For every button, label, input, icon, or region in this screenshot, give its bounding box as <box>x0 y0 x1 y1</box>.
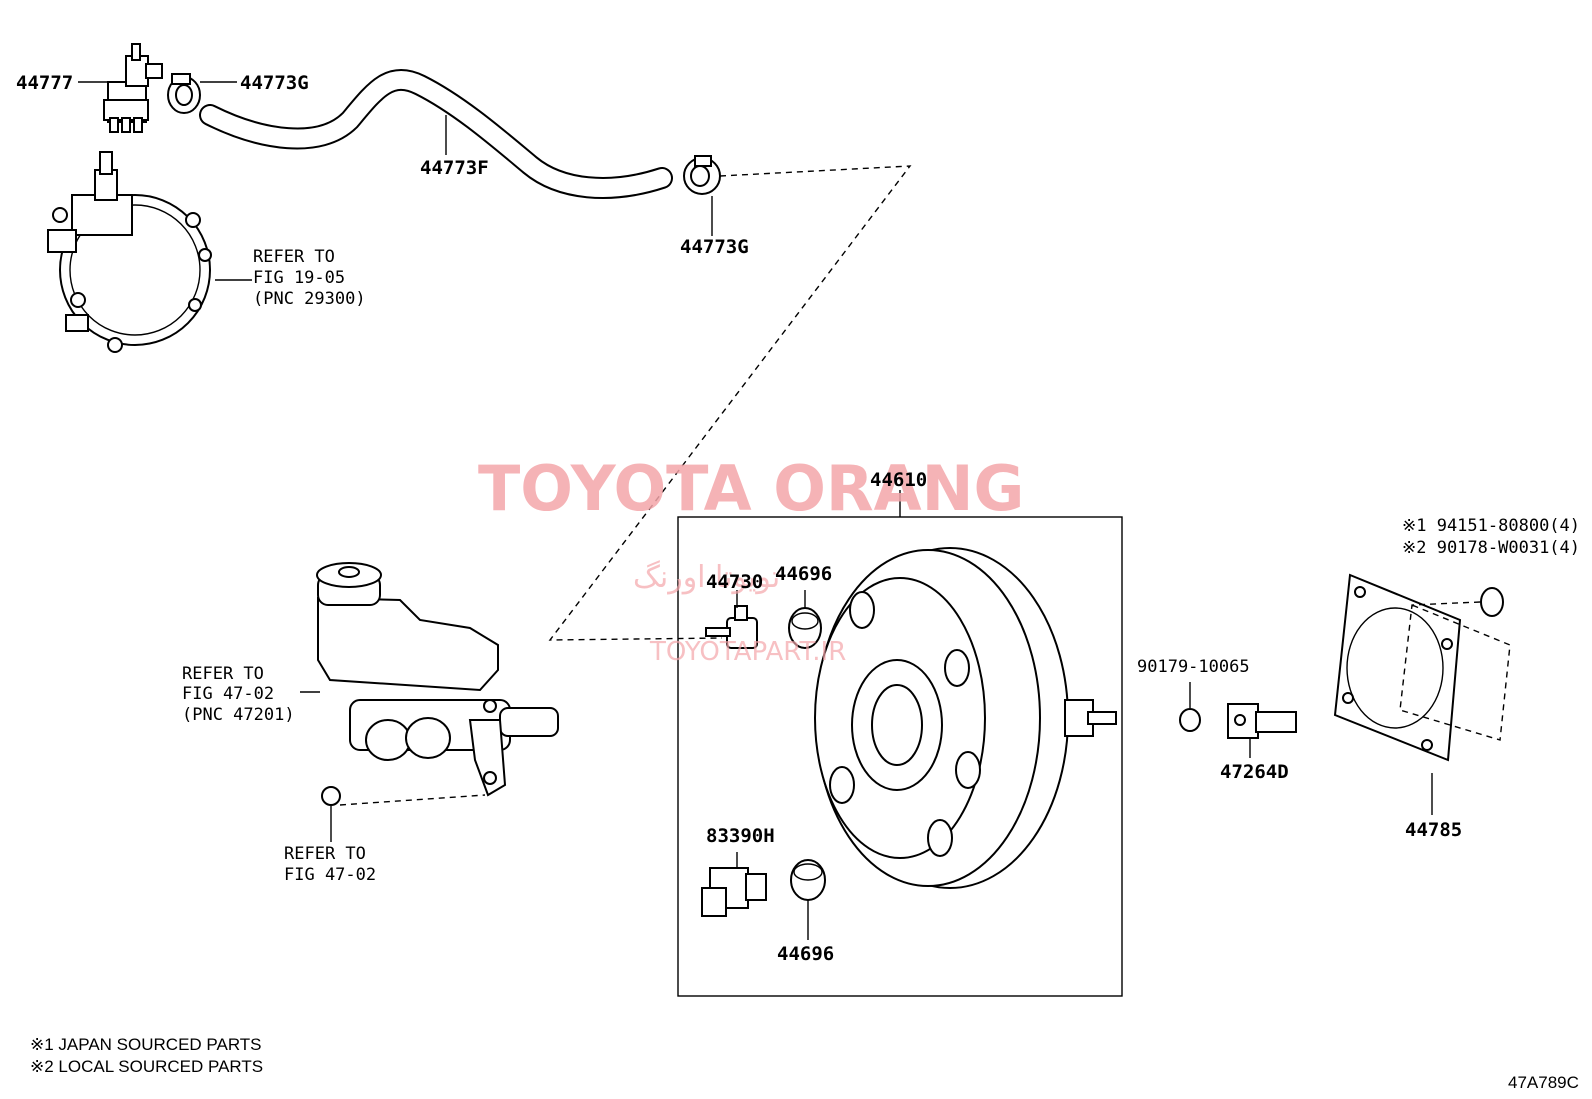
label-44773g-upper: 44773G <box>240 72 309 94</box>
label-44773f: 44773F <box>420 157 489 179</box>
label-44696-top: 44696 <box>775 563 832 585</box>
reservoir-cap-part <box>321 786 341 806</box>
clamp-lower-part <box>683 155 721 195</box>
ref-pump-line3: (PNC 29300) <box>253 289 366 309</box>
mounting-nut-part <box>1480 587 1504 617</box>
brake-booster-part <box>814 547 1117 889</box>
vacuum-hose <box>199 69 673 199</box>
ref-master-line1: REFER TO <box>182 664 264 684</box>
note-local-sourced: ※2 LOCAL SOURCED PARTS <box>30 1057 263 1076</box>
note-japan-sourced: ※1 JAPAN SOURCED PARTS <box>30 1035 262 1054</box>
ref-pump-line2: FIG 19-05 <box>253 268 345 288</box>
label-44785: 44785 <box>1405 819 1462 841</box>
ref-cap-line2: FIG 47-02 <box>284 865 376 885</box>
gasket-part <box>1333 573 1462 762</box>
label-44773g-lower: 44773G <box>680 236 749 258</box>
check-valve-part <box>705 605 758 649</box>
watermark-url: TOYOTAPART.IR <box>649 637 846 667</box>
watermark-persian: تویوتا اورنگ <box>633 560 780 595</box>
watermark-main: TOYOTA ORANG <box>478 452 1024 525</box>
label-44696-bottom: 44696 <box>777 943 834 965</box>
ref-pump-line1: REFER TO <box>253 247 335 267</box>
vacuum-pump-part <box>47 151 212 353</box>
label-90179-10065: 90179-10065 <box>1137 657 1250 677</box>
grommet-bottom-part <box>790 859 826 901</box>
clevis-nut-part <box>1179 708 1201 732</box>
ref-cap-line1: REFER TO <box>284 844 366 864</box>
vacuum-switch-part <box>103 43 163 133</box>
clamp-upper-part <box>167 73 201 114</box>
label-44730: 44730 <box>706 571 763 593</box>
label-83390h: 83390H <box>706 825 775 847</box>
label-nut-japan: ※1 94151-80800(4) <box>1402 516 1580 536</box>
ref-master-line2: FIG 47-02 <box>182 684 274 704</box>
vacuum-sensor-part <box>701 867 767 917</box>
label-47264d: 47264D <box>1220 761 1289 783</box>
diagram-code: 47A789C <box>1508 1073 1579 1092</box>
assembly-lines <box>339 165 1511 806</box>
label-nut-local: ※2 90178-W0031(4) <box>1402 538 1580 558</box>
ref-master-line3: (PNC 47201) <box>182 705 295 725</box>
master-cylinder-part <box>316 562 559 797</box>
leader-lines <box>78 81 1433 940</box>
clevis-part <box>1227 703 1297 739</box>
label-44777: 44777 <box>16 72 73 94</box>
label-44610: 44610 <box>870 469 927 491</box>
